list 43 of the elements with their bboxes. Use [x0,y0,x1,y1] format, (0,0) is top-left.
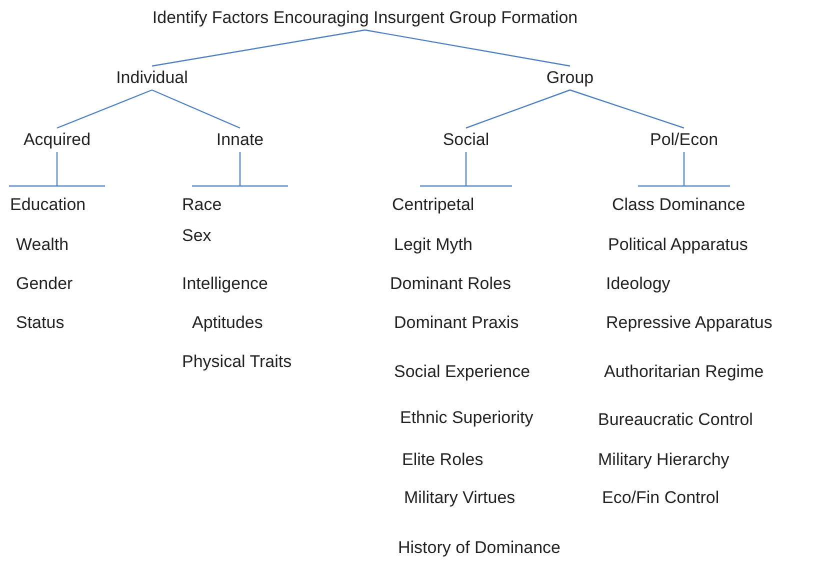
list-item: Bureaucratic Control [598,409,753,431]
list-item: Ideology [606,273,670,295]
list-item: Wealth [16,234,69,256]
list-item: Legit Myth [394,234,472,256]
list-item: Repressive Apparatus [606,312,772,334]
connector-line [152,29,366,67]
bracket-connector [8,152,106,187]
list-item: Centripetal [392,194,474,216]
list-item: Elite Roles [402,449,484,471]
list-item: History of Dominance [398,537,561,559]
category-label: Innate [214,129,266,151]
list-item: Dominant Roles [390,273,511,295]
list-item: Class Dominance [612,194,746,216]
list-item: Ethnic Superiority [400,407,534,429]
connector-line [152,89,240,129]
root-heading: Identify Factors Encouraging Insurgent Group Formation [150,7,580,29]
connector-line [466,89,570,129]
list-item: Dominant Praxis [394,312,519,334]
list-item: Gender [16,273,73,295]
list-item: Education [10,194,86,216]
category-label: Acquired [21,129,93,151]
category-label: Social [440,129,492,151]
list-item: Military Virtues [404,487,516,509]
list-item: Political Apparatus [608,234,748,256]
list-item: Intelligence [182,273,268,295]
connector-line [570,89,684,129]
list-item: Aptitudes [192,312,263,334]
connector-line [56,89,152,129]
list-item: Status [16,312,64,334]
bracket-connector [419,152,513,187]
list-item: Physical Traits [182,351,292,373]
list-item: Race [182,194,222,216]
list-item: Authoritarian Regime [604,361,764,383]
category-label: Individual [114,67,190,89]
connector-line [364,29,570,67]
list-item: Eco/Fin Control [602,487,720,509]
category-label: Pol/Econ [648,129,720,151]
bracket-connector [191,152,289,187]
list-item: Military Hierarchy [598,449,730,471]
bracket-connector [637,152,731,187]
list-item: Sex [182,225,212,247]
list-item: Social Experience [394,361,530,383]
category-label: Group [544,67,596,89]
